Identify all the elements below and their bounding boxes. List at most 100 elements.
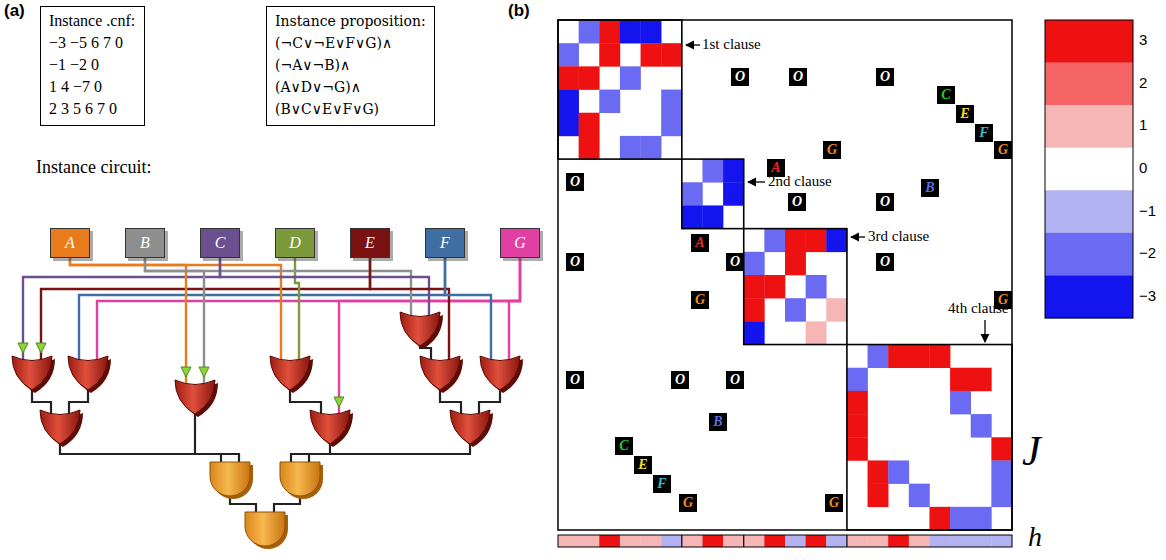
bias-cell: [971, 535, 992, 547]
spin-marker: A: [691, 234, 709, 252]
clause-label: 2nd clause: [768, 173, 832, 190]
input-variable-box: A: [50, 228, 90, 258]
matrix-symbol: J: [1022, 428, 1041, 474]
inverter-mark: [181, 367, 191, 377]
input-wire: [79, 258, 445, 360]
or-gate: [68, 356, 108, 390]
colorbar-tick: −1: [1139, 203, 1156, 220]
matrix-cell: [888, 345, 909, 368]
matrix-cell: [620, 20, 641, 43]
matrix-cell: [744, 298, 765, 321]
matrix-cell: [579, 113, 600, 136]
circuit-wires: [23, 258, 520, 516]
variable-letter: O: [793, 69, 803, 85]
bias-cell: [888, 535, 909, 547]
matrix-cell: [599, 20, 620, 43]
box-text: −3 −5 6 7 0: [49, 32, 136, 54]
variable-letter: C: [215, 234, 226, 252]
spin-marker: C: [615, 437, 633, 455]
bias-cell: [702, 535, 723, 547]
spin-marker: O: [876, 253, 894, 271]
matrix-cell: [909, 345, 930, 368]
spin-marker: E: [634, 456, 652, 474]
or-gate: [420, 356, 460, 390]
clause-pointer: [686, 44, 700, 45]
matrix-frame: [558, 20, 1012, 530]
variable-letter: F: [979, 125, 988, 141]
gate-wire: [69, 388, 88, 414]
coupling-cells: [558, 20, 1012, 530]
bias-frame: [558, 535, 1012, 547]
colorbar-band: [1045, 190, 1133, 233]
box-text: Instance proposition:: [275, 10, 426, 32]
matrix-cell: [806, 229, 827, 252]
matrix-cell: [599, 43, 620, 66]
matrix-cell: [909, 484, 930, 507]
matrix-cell: [620, 66, 641, 89]
or-gate: [400, 312, 440, 346]
matrix-cell: [847, 437, 868, 460]
bias-cell: [868, 535, 889, 547]
colorbar-tick: 1: [1139, 117, 1147, 134]
spin-marker: O: [671, 371, 689, 389]
panel-label: (a): [4, 2, 25, 21]
bias-cell: [785, 535, 806, 547]
matrix-cell: [847, 391, 868, 414]
matrix-cell: [558, 90, 579, 113]
matrix-cell: [888, 460, 909, 483]
matrix-cell: [785, 229, 806, 252]
spin-marker: O: [788, 193, 806, 211]
colorbar-band: [1045, 63, 1133, 106]
matrix-cell: [702, 205, 723, 228]
input-variable-box: B: [125, 228, 165, 258]
matrix-cell: [579, 66, 600, 89]
matrix-cell: [723, 182, 744, 205]
matrix-cell: [950, 368, 971, 391]
matrix-cell: [641, 20, 662, 43]
bias-cell: [806, 535, 827, 547]
or-gate: [480, 356, 520, 390]
spin-marker: O: [726, 371, 744, 389]
variable-letter: A: [695, 235, 704, 251]
colorbar-band: [1045, 148, 1133, 191]
box-text: (¬C∨¬E∨F∨G)∧: [275, 32, 426, 54]
input-wire: [509, 258, 520, 360]
or-gate: [12, 356, 52, 390]
input-variable-box: C: [200, 228, 240, 258]
variable-letter: G: [695, 292, 705, 308]
variable-letter: O: [880, 69, 890, 85]
matrix-cell: [806, 275, 827, 298]
bias-cell: [579, 535, 600, 547]
input-variable-box: F: [425, 228, 465, 258]
variable-letter: O: [730, 372, 740, 388]
matrix-cell: [764, 229, 785, 252]
bias-cell: [826, 535, 847, 547]
clause-label: 4th clause: [948, 300, 1008, 317]
clause-block: [847, 345, 1012, 530]
matrix-cell: [744, 275, 765, 298]
inverter-mark: [199, 367, 209, 377]
variable-letter: B: [925, 180, 934, 196]
spin-marker: E: [956, 105, 974, 123]
matrix-cell: [826, 298, 847, 321]
input-wire: [220, 258, 429, 316]
variable-letter: O: [675, 372, 685, 388]
matrix-cell: [991, 437, 1012, 460]
matrix-cell: [785, 252, 806, 275]
colorbar-tick: 2: [1139, 75, 1147, 92]
variable-letter: O: [792, 194, 802, 210]
or-gate: [310, 410, 350, 444]
spin-marker: O: [789, 68, 807, 86]
input-variable-box: E: [350, 228, 390, 258]
bias-cell: [723, 535, 744, 547]
clause-block: [558, 20, 682, 159]
spin-marker: O: [876, 68, 894, 86]
box-text: 2 3 5 6 7 0: [49, 98, 136, 120]
variable-letter: E: [638, 457, 647, 473]
colorbar-band: [1045, 233, 1133, 276]
spin-marker: F: [653, 475, 671, 493]
matrix-cell: [661, 43, 682, 66]
matrix-cell: [847, 368, 868, 391]
box-text: (¬A∨¬B)∧: [275, 54, 426, 76]
spin-marker: G: [825, 494, 843, 512]
